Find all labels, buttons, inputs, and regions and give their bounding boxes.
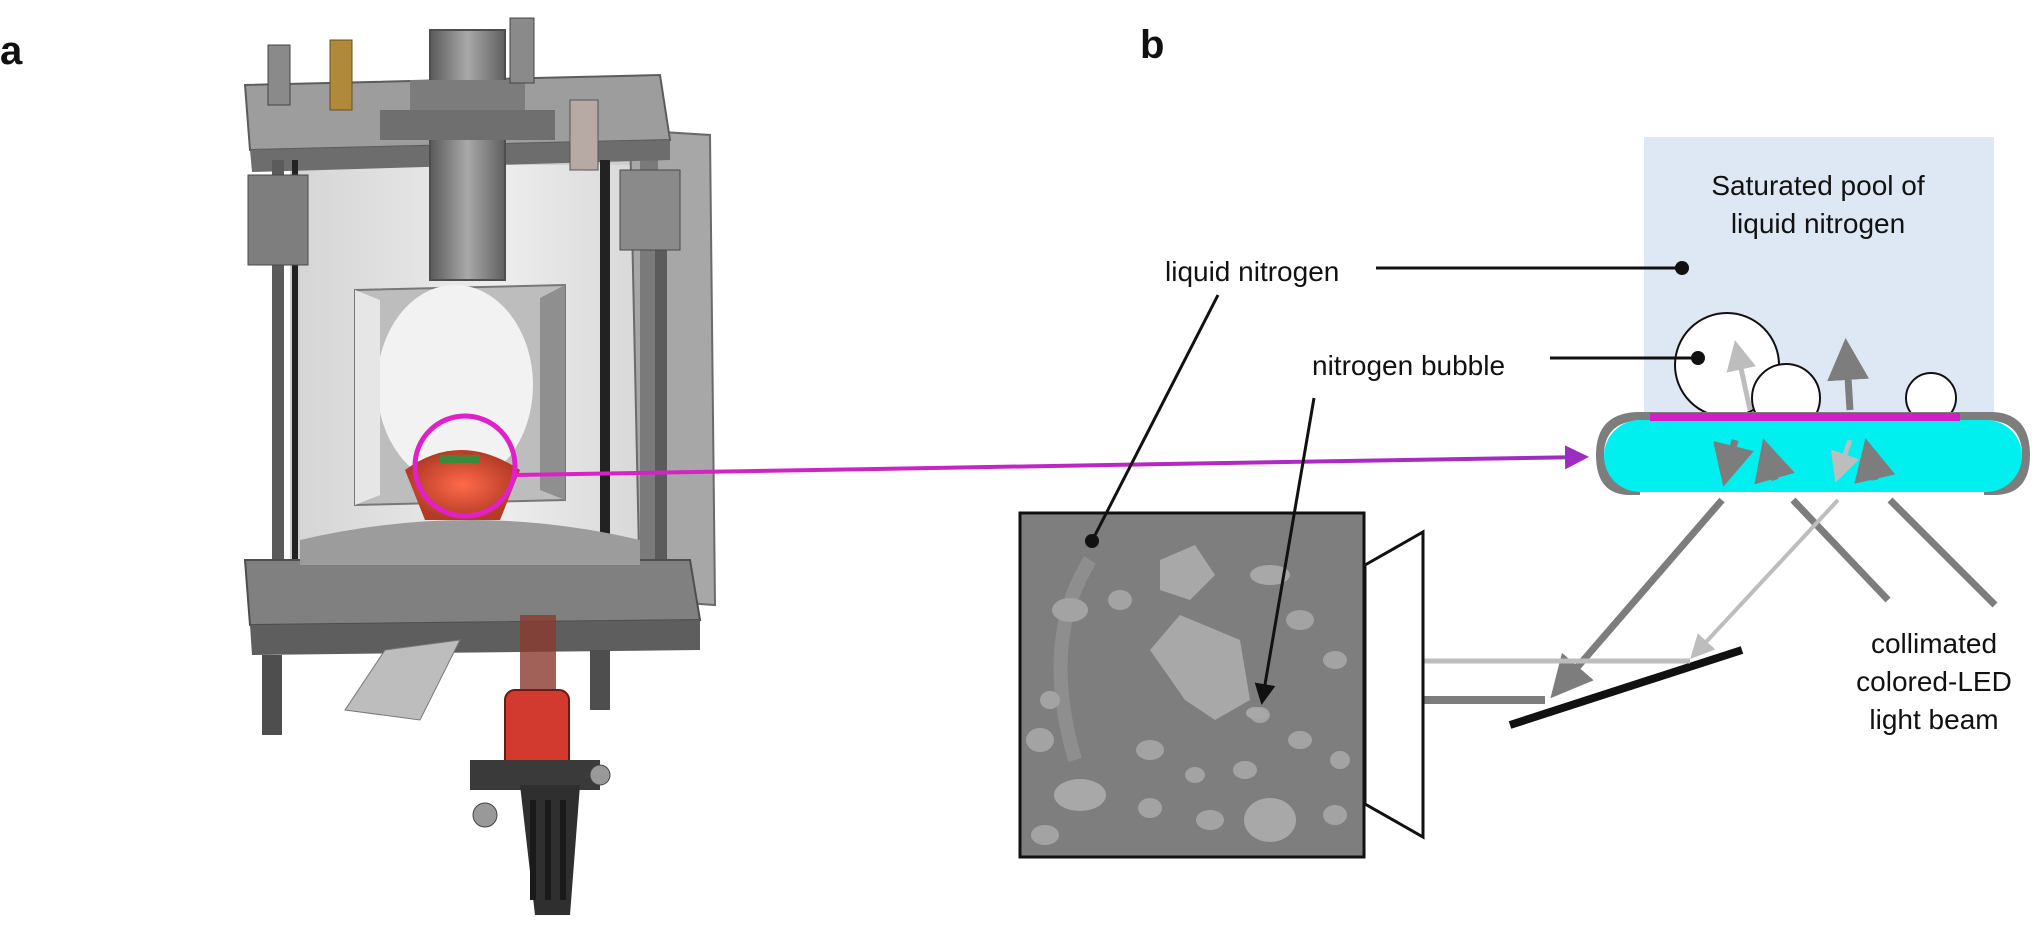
led-beam-glow <box>520 615 556 690</box>
highlight-circle <box>412 413 518 519</box>
window-opening <box>377 285 533 485</box>
camera-icon <box>1363 529 1425 840</box>
brass-fitting <box>329 39 353 111</box>
beam-incoming-1 <box>1790 497 1891 603</box>
panel-a-label: a <box>0 29 23 73</box>
heater-film <box>1650 413 1960 421</box>
rod-left <box>272 160 284 590</box>
heater <box>1604 420 2022 492</box>
beam-reflected-light <box>1690 498 1840 659</box>
beam-internal-4 <box>1854 438 1896 484</box>
nitrogen-bubble-dot-pool <box>1691 351 1705 365</box>
screw-left <box>267 44 291 106</box>
nitrogen-bubble-leader-image <box>1254 397 1316 705</box>
liquid-nitrogen-dot-pool <box>1675 261 1689 275</box>
central-tube <box>429 29 506 281</box>
beam-internal-1 <box>1713 439 1754 487</box>
nitrogen-bubble-label: nitrogen bubble <box>1312 350 1505 381</box>
base-plate <box>243 559 702 627</box>
connector-arrow <box>514 445 1589 477</box>
mirror <box>1508 646 1744 729</box>
beam-label-line2: colored-LED <box>1856 666 2012 697</box>
beam-transmit-1 <box>1726 340 1756 411</box>
base-mirror <box>344 639 461 721</box>
screw-right <box>509 17 535 84</box>
beam-internal-3 <box>1830 439 1860 483</box>
beam-transmit-2 <box>1827 338 1870 411</box>
beam-label-line3: light beam <box>1869 704 1998 735</box>
camera-image <box>1018 511 1366 859</box>
pool-label-line1: Saturated pool of <box>1711 170 1924 201</box>
beam-incoming-2 <box>1887 497 1998 608</box>
liquid-nitrogen-dot-image <box>1085 534 1099 548</box>
pool-label-line2: liquid nitrogen <box>1731 208 1905 239</box>
liquid-nitrogen-leader-image <box>1090 294 1220 542</box>
apparatus-render <box>243 17 717 915</box>
beam-label-line1: collimated <box>1871 628 1997 659</box>
panel-b-label: b <box>1140 23 1164 67</box>
rod-right <box>600 160 610 590</box>
liquid-nitrogen-label: liquid nitrogen <box>1165 256 1339 287</box>
beam-internal-2 <box>1754 438 1795 485</box>
